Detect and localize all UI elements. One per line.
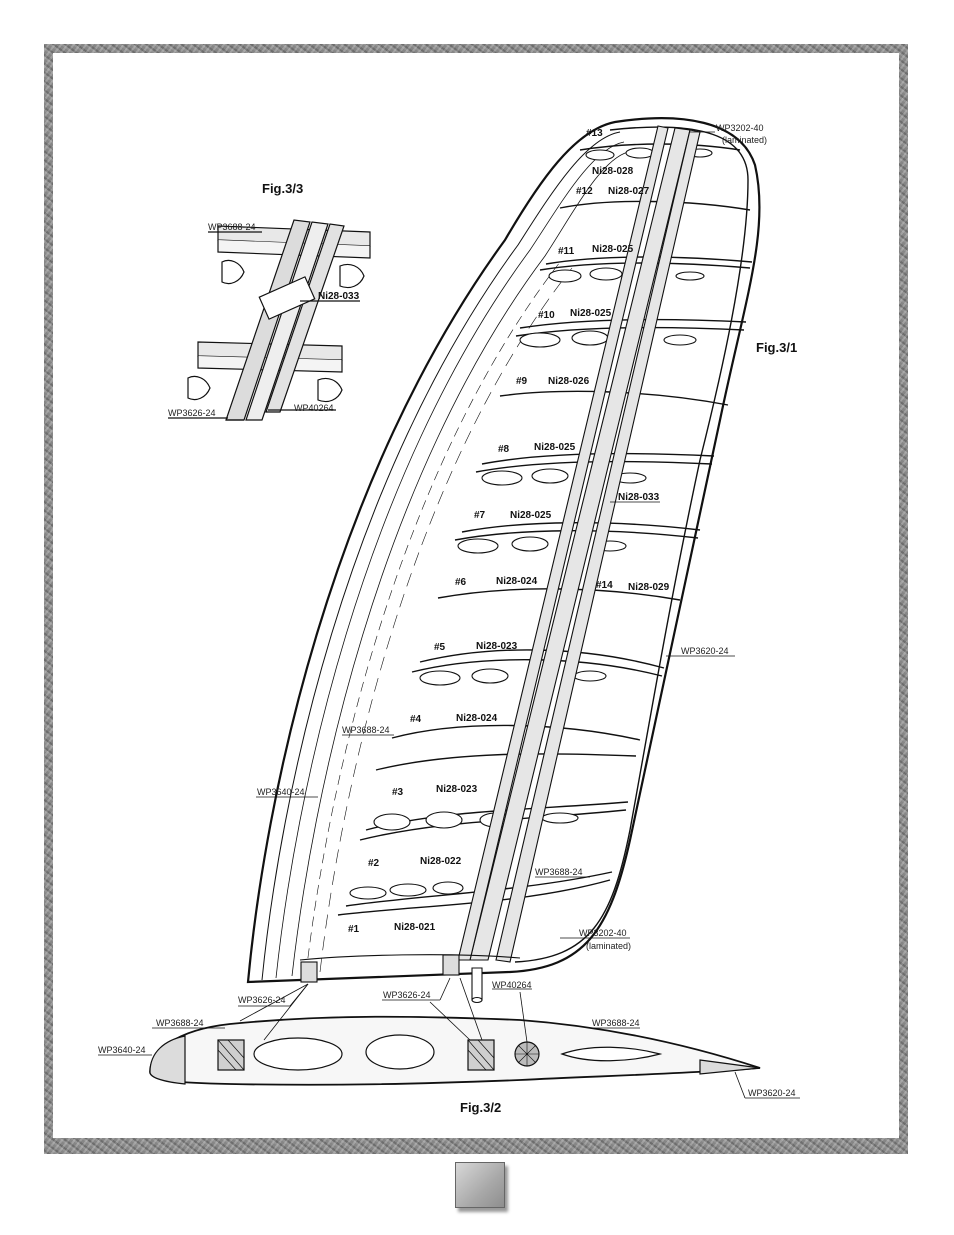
rib-part-4: Ni28-024 <box>456 713 498 724</box>
section-trailing-edge: WP3620-24 <box>748 1088 796 1098</box>
figure-label-3-1: Fig.3/1 <box>756 340 797 355</box>
detail-spar: WP3626-24 <box>168 408 216 418</box>
fin-callouts: WP3202-40 (laminated) Ni28-033 WP3620-24… <box>238 123 797 1007</box>
rib-part-10: Ni28-025 <box>570 308 612 319</box>
rib-part-7: Ni28-025 <box>510 510 552 521</box>
callout-dowel: WP40264 <box>492 980 532 990</box>
rib-part-12: Ni28-027 <box>608 186 650 197</box>
section-leading-edge: WP3640-24 <box>98 1045 146 1055</box>
rib-part-3: Ni28-023 <box>436 784 478 795</box>
rib-part-11: Ni28-025 <box>592 244 634 255</box>
rib-part-6: Ni28-024 <box>496 576 538 587</box>
rib-labels: #1 Ni28-021 #2 Ni28-022 #3 Ni28-023 #4 N… <box>348 128 670 935</box>
rib-num-6: #6 <box>455 577 467 588</box>
rib-num-14: #14 <box>596 580 613 591</box>
callout-root-edge: WP3202-40 <box>579 928 627 938</box>
lightening-holes <box>349 147 713 900</box>
callout-leading-edge: WP3640-24 <box>257 787 305 797</box>
rib-num-3: #3 <box>392 787 404 798</box>
section-cap-right: WP3688-24 <box>592 1018 640 1028</box>
rib-num-10: #10 <box>538 310 555 321</box>
rib-num-4: #4 <box>410 714 422 725</box>
rib-part-5: Ni28-023 <box>476 641 518 652</box>
detail-cap: WP3688-24 <box>208 222 256 232</box>
rib-part-14: Ni28-029 <box>628 582 670 593</box>
callout-spar-left: WP3626-24 <box>238 995 286 1005</box>
section-cap-left: WP3688-24 <box>156 1018 204 1028</box>
figure-label-3-2: Fig.3/2 <box>460 1100 501 1115</box>
fin-outline <box>246 117 761 984</box>
rib-num-8: #8 <box>498 444 510 455</box>
root-spar-stubs <box>299 954 521 983</box>
rib-part-8: Ni28-025 <box>534 442 576 453</box>
rib-num-2: #2 <box>368 858 380 869</box>
rib-part-1: Ni28-021 <box>394 922 436 933</box>
callout-brace: Ni28-033 <box>618 492 660 503</box>
rib-part-9: Ni28-026 <box>548 376 590 387</box>
page-number-button[interactable] <box>455 1162 505 1208</box>
fin-cross-section: WP3688-24 WP3640-24 WP3688-24 WP3620-24 … <box>98 977 800 1115</box>
rib-num-13: #13 <box>586 128 603 139</box>
callout-cap-root: WP3688-24 <box>535 867 583 877</box>
figure-label-3-3: Fig.3/3 <box>262 181 303 196</box>
callout-cap-left: WP3688-24 <box>342 725 390 735</box>
rib-num-12: #12 <box>576 186 593 197</box>
rib-num-7: #7 <box>474 510 486 521</box>
rib-num-11: #11 <box>558 246 575 257</box>
detail-dowel: WP40264 <box>294 403 334 413</box>
detail-brace: Ni28-033 <box>318 291 360 302</box>
rib-part-13: Ni28-028 <box>592 166 634 177</box>
callout-tip-edge-note: (laminated) <box>722 135 767 145</box>
rib-num-1: #1 <box>348 924 360 935</box>
brace-detail: Fig.3/3 WP3688-24 Ni28-033 WP3626-24 WP4… <box>168 181 371 421</box>
fin-spars <box>457 125 701 1004</box>
callout-spar-right: WP3626-24 <box>383 990 431 1000</box>
rib-part-2: Ni28-022 <box>420 856 462 867</box>
rib-num-5: #5 <box>434 642 446 653</box>
callout-trailing-edge: WP3620-24 <box>681 646 729 656</box>
rib-num-9: #9 <box>516 376 528 387</box>
callout-tip-edge: WP3202-40 <box>716 123 764 133</box>
callout-root-edge-note: (laminated) <box>586 941 631 951</box>
